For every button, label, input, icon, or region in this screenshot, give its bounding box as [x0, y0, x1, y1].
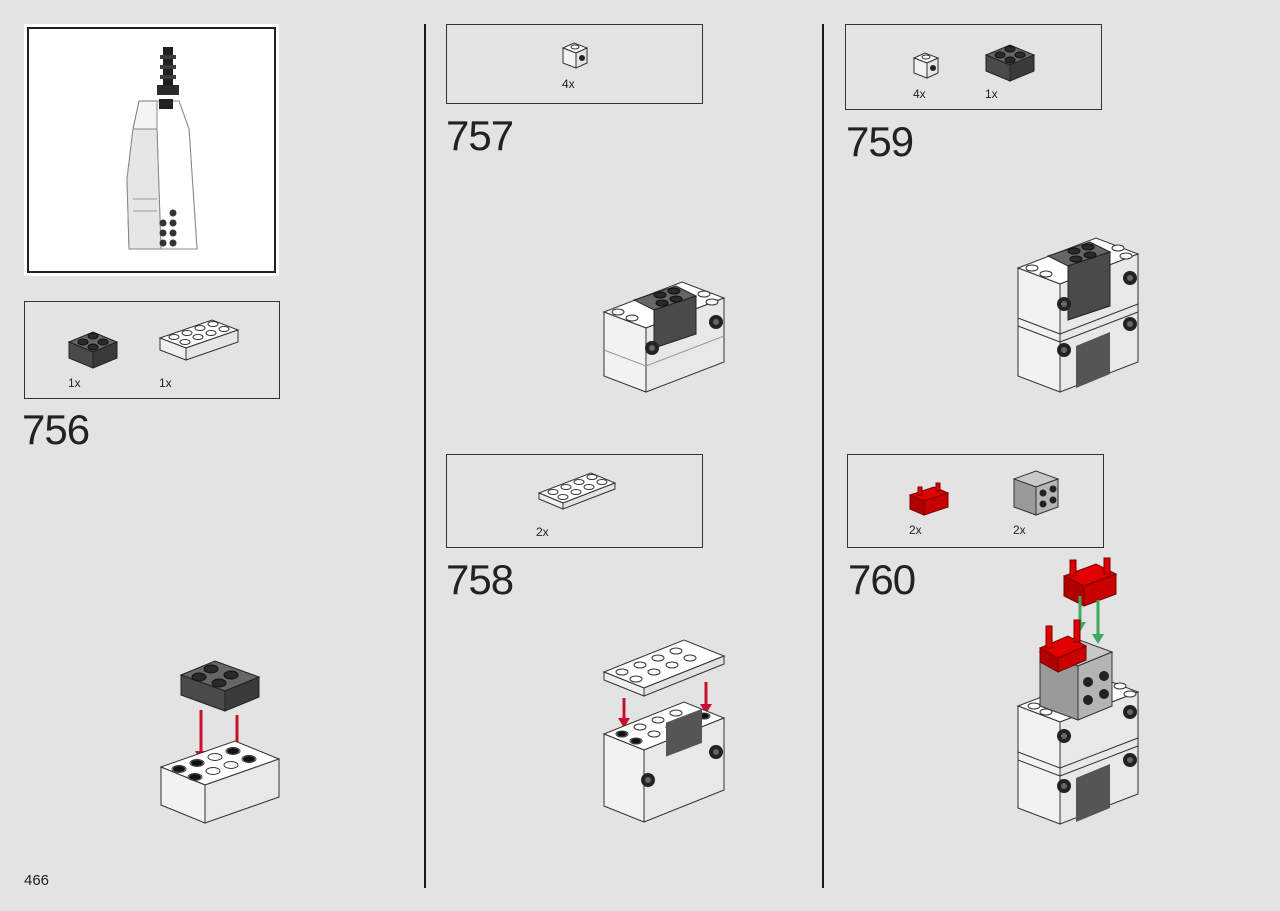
part-quantity: 4x: [913, 87, 926, 101]
tower-model-icon: [126, 47, 198, 250]
step-number: 760: [848, 556, 916, 603]
part-quantity: 4x: [562, 77, 575, 91]
white-1x1-brick-with-side-stud-icon: [561, 42, 589, 69]
step-758-assembly-illustration: [602, 639, 726, 823]
step-760-parts-box: 2x 2x: [847, 454, 1104, 548]
part-quantity: 1x: [159, 376, 172, 390]
red-bracket-icon: [908, 482, 950, 516]
step-757-parts-box: 4x: [446, 24, 703, 104]
step-756-parts-box: 1x 1x: [24, 301, 280, 399]
white-1x1-brick-with-side-stud-icon: [912, 52, 940, 79]
model-overview-thumbnail: [27, 27, 276, 273]
part-quantity: 1x: [985, 87, 998, 101]
part-quantity: 2x: [909, 523, 922, 537]
step-758-parts-box: 2x: [446, 454, 703, 548]
step-number: 758: [446, 556, 514, 603]
dark-gray-2x2-jumper-icon: [67, 331, 119, 369]
step-759-assembly-illustration: [1016, 237, 1140, 393]
step-number: 756: [22, 406, 90, 453]
white-2x4-brick-icon: [158, 319, 240, 361]
step-757-assembly-illustration: [602, 281, 726, 393]
step-number: 757: [446, 112, 514, 159]
white-2x4-plate-icon: [537, 472, 617, 510]
dark-gray-2x2-jumper-icon: [984, 44, 1036, 82]
column-divider-right: [822, 24, 824, 888]
part-quantity: 2x: [536, 525, 549, 539]
step-759-parts-box: 4x 1x: [845, 24, 1102, 110]
page-number: 466: [24, 872, 50, 889]
part-quantity: 1x: [68, 376, 81, 390]
gray-2x2-brick-with-studs-on-side-icon: [1012, 470, 1060, 516]
part-quantity: 2x: [1013, 523, 1026, 537]
step-760-assembly-illustration: [1016, 557, 1140, 825]
column-divider-left: [424, 24, 426, 888]
step-number: 759: [846, 118, 914, 165]
step-756-assembly-illustration: [159, 660, 281, 824]
